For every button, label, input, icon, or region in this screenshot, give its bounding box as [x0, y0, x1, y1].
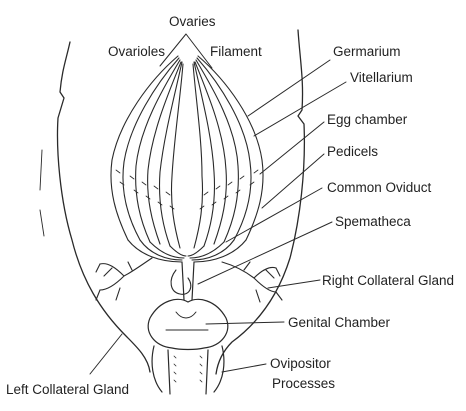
label-germarium: Germarium	[333, 44, 401, 59]
label-genital-chamber: Genital Chamber	[288, 315, 391, 330]
label-ovaries: Ovaries	[169, 14, 216, 29]
label-common-oviduct: Common Oviduct	[327, 180, 432, 195]
label-right-collateral-gland: Right Collateral Gland	[322, 273, 454, 288]
label-ovipositor-processes: Processes	[272, 376, 335, 391]
label-spermatheca: Spematheca	[335, 214, 411, 229]
label-egg-chamber: Egg chamber	[327, 112, 408, 127]
label-pedicels: Pedicels	[327, 144, 378, 159]
right-ovary-ovarioles	[188, 56, 263, 262]
label-ovarioles: Ovarioles	[108, 44, 165, 59]
left-ovary-ovarioles	[111, 56, 186, 262]
label-left-collateral-gland: Left Collateral Gland	[6, 382, 129, 397]
label-filament: Filament	[210, 44, 262, 59]
label-vitellarium: Vitellarium	[350, 70, 413, 85]
lower-reproductive-tract	[96, 258, 282, 394]
labels: Ovaries Ovarioles Filament Germarium Vit…	[6, 14, 454, 397]
label-ovipositor: Ovipositor	[270, 356, 331, 371]
